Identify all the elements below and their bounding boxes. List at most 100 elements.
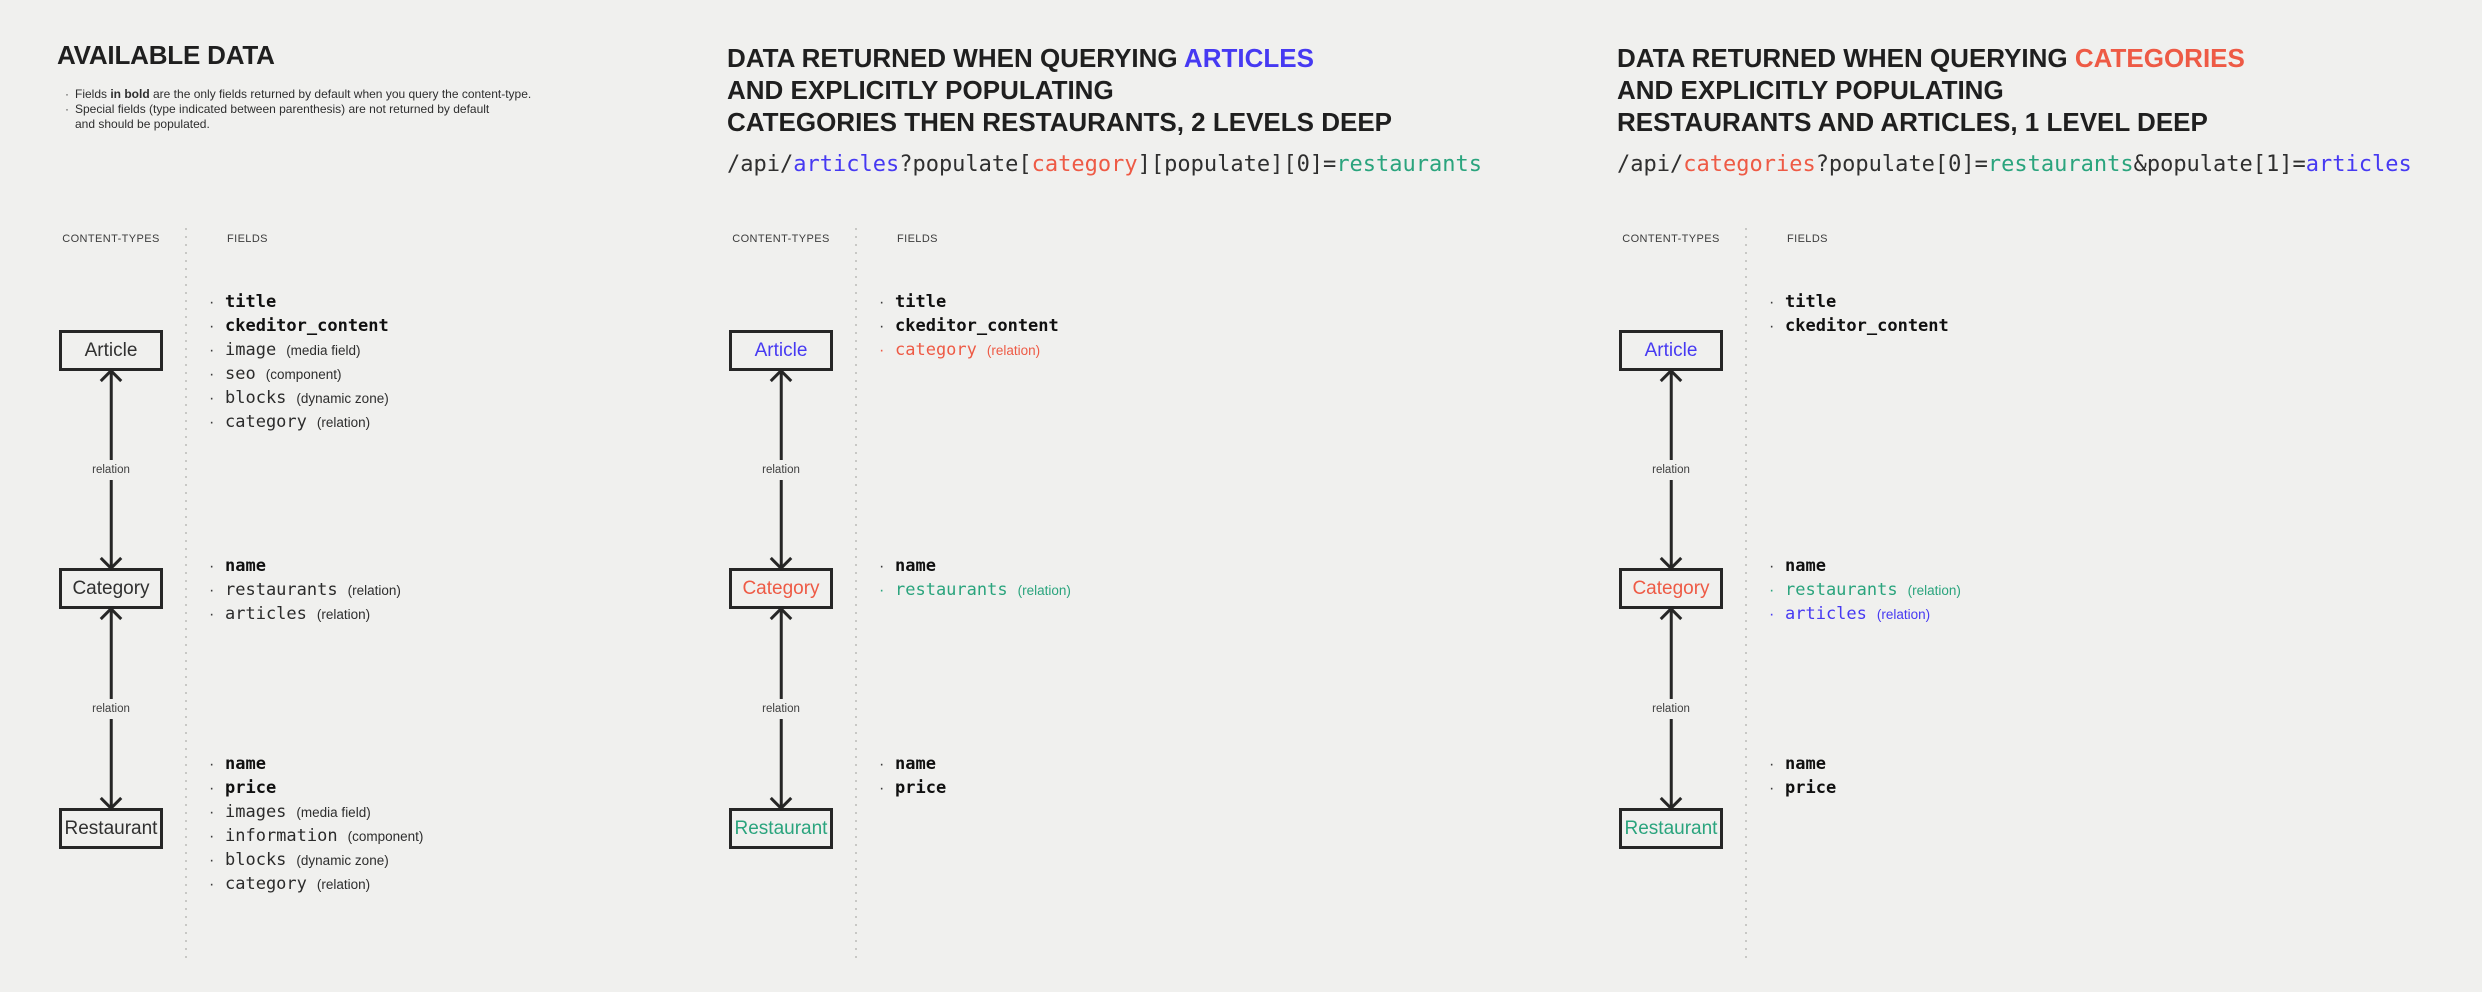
field-name: name [225,754,266,774]
arrow-head-down-icon [99,787,123,811]
field-name: articles [1785,604,1867,624]
query-title: DATA RETURNED WHEN QUERYING ARTICLES AND… [727,42,1392,138]
bullet-icon: · [879,558,885,575]
field-item: ·price [209,778,423,802]
field-type: (relation) [316,877,371,892]
notes-list: · Fields in bold are the only fields ret… [65,87,531,132]
query-title-text: CATEGORIES THEN RESTAURANTS, 2 LEVELS DE… [727,107,1393,137]
bullet-icon: · [65,87,69,101]
bullet-icon: · [879,294,885,311]
query-title-highlight: ARTICLES [1183,43,1314,73]
bullet-icon: · [879,582,885,599]
field-name: restaurants [225,580,338,600]
query-title-text: DATA RETURNED WHEN QUERYING [1617,43,2075,73]
bullet-icon: · [209,390,215,407]
relation-label: relation [761,698,801,719]
field-name: name [1785,754,1826,774]
url-segment: ][populate][0]= [1137,152,1337,177]
field-item: · articles (relation) [1769,604,1961,628]
field-item: ·category(relation) [209,412,399,436]
article-box: Article [59,330,163,371]
field-name: category [895,340,977,360]
query-title-text: RESTAURANTS AND ARTICLES, 1 LEVEL DEEP [1617,107,2208,137]
field-item: ·ckeditor_content [1769,316,1959,340]
bullet-icon: · [209,852,215,869]
relation-arrow-category-restaurant: relation [91,606,131,811]
field-type: (media field) [296,805,371,820]
field-name: category [225,412,307,432]
field-list-restaurant: ·name ·price ·images(media field) ·infor… [209,754,423,898]
article-box: Article [1619,330,1723,371]
field-item: ·image(media field) [209,340,399,364]
field-item: ·articles(relation) [209,604,401,628]
field-name: price [225,778,277,798]
bullet-icon: · [209,294,215,311]
query-url: /api/categories?populate[0]=restaurants&… [1617,152,2412,177]
field-name: blocks [225,388,287,408]
bullet-icon: · [209,828,215,845]
arrow-head-down-icon [769,787,793,811]
relation-label: relation [91,698,131,719]
field-name: title [895,292,947,312]
field-item: ·category(relation) [879,340,1069,364]
field-name: price [895,778,947,798]
bullet-icon: · [1769,582,1775,599]
field-name: name [895,556,936,576]
relation-label: relation [91,459,131,480]
url-segment: ?populate[ [899,152,1032,177]
bullet-icon: · [209,342,215,359]
column-divider [185,228,187,958]
field-item: · name [879,556,1071,580]
field-name: articles [225,604,307,624]
field-name: blocks [225,850,287,870]
field-item: ·restaurants(relation) [1769,580,1961,604]
field-item: ·name [879,754,956,778]
field-item: ·ckeditor_content [209,316,399,340]
field-name: ckeditor_content [225,316,389,336]
available-data-title: AVAILABLE DATA [57,40,275,70]
field-name: ckeditor_content [1785,316,1949,336]
query-title: DATA RETURNED WHEN QUERYING CATEGORIES A… [1617,42,2245,138]
fields-label: FIELDS [1787,233,1828,245]
query-title-text: AND EXPLICITLY POPULATING [727,75,1114,105]
field-item: ·name [1769,556,1961,580]
category-box: Category [729,568,833,609]
query-title-text: DATA RETURNED WHEN QUERYING [727,43,1184,73]
bullet-icon: · [209,756,215,773]
field-name: title [225,292,277,312]
field-list-category: ·name · restaurants (relation) · articles (r… [1769,556,1961,628]
bullet-icon: · [209,804,215,821]
query-title-text: AND EXPLICITLY POPULATING [1617,75,2004,105]
field-name: image [225,340,277,360]
field-item: ·price [1769,778,1846,802]
field-name: images [225,802,287,822]
arrow-head-down-icon [1659,547,1683,571]
arrow-head-up-icon [769,606,793,630]
note-item: · Special fields (type indicated between… [65,102,531,132]
field-list-article: ·title ·ckeditor_content [1769,292,1959,340]
field-name: title [1785,292,1837,312]
relation-arrow-article-category: relation [91,368,131,571]
field-item: ·seo(component) [209,364,399,388]
arrow-head-down-icon [99,547,123,571]
field-type: (relation) [1876,607,1931,622]
field-name: restaurants [1785,580,1898,600]
field-item: · title [879,292,1069,316]
arrow-head-down-icon [1659,787,1683,811]
field-item: ·name [209,556,401,580]
field-item: ·price [879,778,956,802]
bullet-icon: · [1769,606,1775,623]
field-item: ·title [1769,292,1959,316]
field-type: (component) [347,829,424,844]
url-segment: restaurants [1336,152,1483,177]
arrow-head-down-icon [769,547,793,571]
url-segment: articles [2305,152,2412,177]
relation-label: relation [1651,459,1691,480]
field-type: (relation) [986,343,1041,358]
bullet-icon: · [209,582,215,599]
bullet-icon: · [65,102,69,116]
field-item: ·information(component) [209,826,423,850]
relation-arrow-category-restaurant: relation [1651,606,1691,811]
field-type: (relation) [316,607,371,622]
field-list-category: ·name ·restaurants(relation) ·articles(r… [209,556,401,628]
